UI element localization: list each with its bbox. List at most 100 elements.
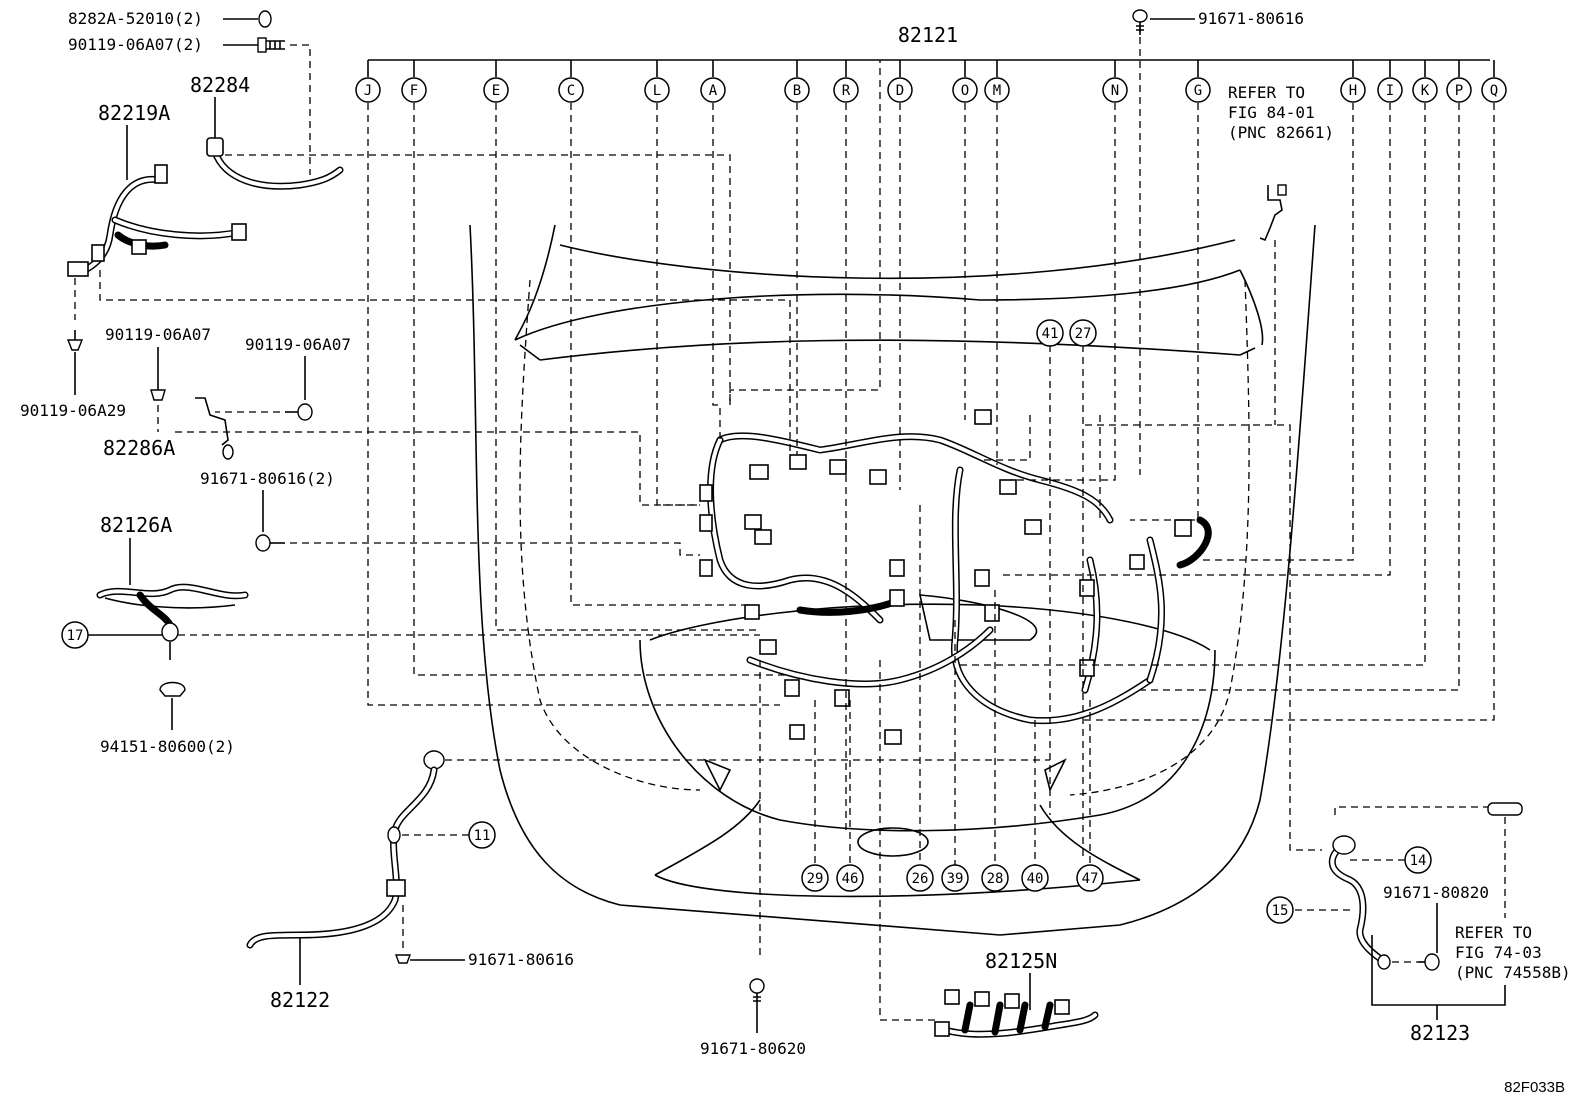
part-label-90119-06A07-a: 90119-06A07 [105,325,211,344]
letter-callout-text: E [492,83,500,99]
fastener-91671-80616-2: 91671-80616(2) [200,469,700,556]
part-label-90119-06A07-b: 90119-06A07 [245,335,351,354]
letter-callout-text: H [1349,83,1357,99]
letter-callout-text: J [364,83,372,99]
letter-callout-text: I [1386,83,1394,99]
number-callout-text: 46 [842,871,859,887]
part-82286A-group: 90119-06A07 90119-06A07 82286A [103,325,700,506]
letter-callout-C: C [558,60,584,103]
letter-callout-H: H [1340,60,1366,103]
number-callout-text: 14 [1410,853,1427,869]
number-callout-11: 11 [468,821,496,849]
harness-82121-callout: 82121 J F E C L A B R D O M N G H I K P Q [355,23,1507,103]
part-label-90119-06A29: 90119-06A29 [20,401,126,420]
number-callout-46: 46 [836,864,864,892]
part-82126A-group: 82126A 94151-80600(2) [96,513,760,756]
part-label-82122: 82122 [270,988,330,1012]
part-label-94151-80600: 94151-80600(2) [100,737,235,756]
part-label-8282A-52010: 8282A-52010(2) [68,9,203,28]
number-callout-41: 41 [1036,319,1064,347]
number-callout-27: 27 [1069,319,1097,347]
number-callout-text: 17 [67,628,84,644]
part-label-82123: 82123 [1410,1021,1470,1045]
fastener-91671-80616-top: 91671-80616 [1132,9,1304,35]
part-label-91671-80616-bottom: 91671-80616 [468,950,574,969]
letter-callout-N: N [1102,60,1128,103]
number-callout-text: 41 [1042,326,1059,342]
number-callout-text: 15 [1272,903,1289,919]
refer-74-03-line3: (PNC 74558B) [1455,963,1571,982]
part-label-91671-80616-top: 91671-80616 [1198,9,1304,28]
letter-callout-E: E [483,60,509,103]
number-callout-14: 14 [1404,846,1432,874]
refer-fig-84-01: REFER TO FIG 84-01 (PNC 82661) [1228,83,1334,425]
number-callout-text: 27 [1075,326,1092,342]
letter-callout-J: J [355,60,381,103]
part-label-82286A: 82286A [103,436,175,460]
number-callout-26: 26 [906,864,934,892]
number-callout-47: 47 [1076,864,1104,892]
letter-callout-G: G [1185,60,1211,103]
number-callouts: 41 27 17 11 14 15 29 46 26 39 28 40 47 [61,319,1432,924]
letter-callout-L: L [644,60,670,103]
number-callout-text: 26 [912,871,929,887]
letter-callout-B: B [784,60,810,103]
letter-callout-text: O [961,83,969,99]
letter-callout-text: P [1455,83,1463,99]
part-82219A-group: 82219A 90119-06A29 [20,101,791,455]
part-label-82121: 82121 [898,23,958,47]
part-82123-group: 91671-80820 REFER TO FIG 74-03 (PNC 7455… [1295,802,1571,1045]
letter-callout-D: D [887,60,913,103]
letter-callout-R: R [833,60,859,103]
letter-callout-text: R [842,83,851,99]
part-82125N-group: 82125N [879,660,1099,1038]
refer-84-01-line2: FIG 84-01 [1228,103,1315,122]
part-label-82284: 82284 [190,73,250,97]
letter-callout-text: D [896,83,904,99]
refer-74-03-line2: FIG 74-03 [1455,943,1542,962]
letter-callout-text: C [567,83,575,99]
letter-callout-P: P [1446,60,1472,103]
number-callout-40: 40 [1021,864,1049,892]
letter-callout-text: Q [1490,83,1498,99]
letter-callout-Q: Q [1481,60,1507,103]
part-label-82125N: 82125N [985,949,1057,973]
number-callout-text: 28 [987,871,1004,887]
letter-callout-M: M [984,60,1010,103]
letter-callout-text: M [993,83,1001,99]
part-label-91671-80820: 91671-80820 [1383,883,1489,902]
letter-callout-text: N [1111,83,1119,99]
number-callout-text: 47 [1082,871,1099,887]
letter-callout-F: F [401,60,427,103]
part-label-91671-80616-2: 91671-80616(2) [200,469,335,488]
letter-callout-K: K [1412,60,1438,103]
letter-leader-lines [367,25,1495,860]
number-callout-text: 29 [807,871,824,887]
main-harness-82121-drawing [699,409,1212,745]
letter-callout-I: I [1377,60,1403,103]
fastener-91671-80620: 91671-80620 [700,660,806,1058]
left-top-fasteners: 8282A-52010(2) 90119-06A07(2) [68,9,311,175]
letter-callout-text: G [1194,83,1202,99]
number-callout-28: 28 [981,864,1009,892]
part-label-91671-80620: 91671-80620 [700,1039,806,1058]
part-82284-group: 82284 [190,73,731,405]
letter-callout-text: K [1421,83,1430,99]
letter-callout-text: L [653,83,661,99]
number-callout-text: 39 [947,871,964,887]
number-callout-text: 11 [474,828,491,844]
refer-84-01-line3: (PNC 82661) [1228,123,1334,142]
part-label-82126A: 82126A [100,513,172,537]
number-callout-29: 29 [801,864,829,892]
number-callout-15: 15 [1266,896,1294,924]
letter-callout-text: F [410,83,418,99]
refer-74-03-line1: REFER TO [1455,923,1532,942]
letter-callout-text: B [793,83,801,99]
number-callout-39: 39 [941,864,969,892]
letter-callout-text: A [709,83,718,99]
number-callout-17: 17 [61,621,89,649]
letter-callout-A: A [700,60,726,103]
part-label-82219A: 82219A [98,101,170,125]
